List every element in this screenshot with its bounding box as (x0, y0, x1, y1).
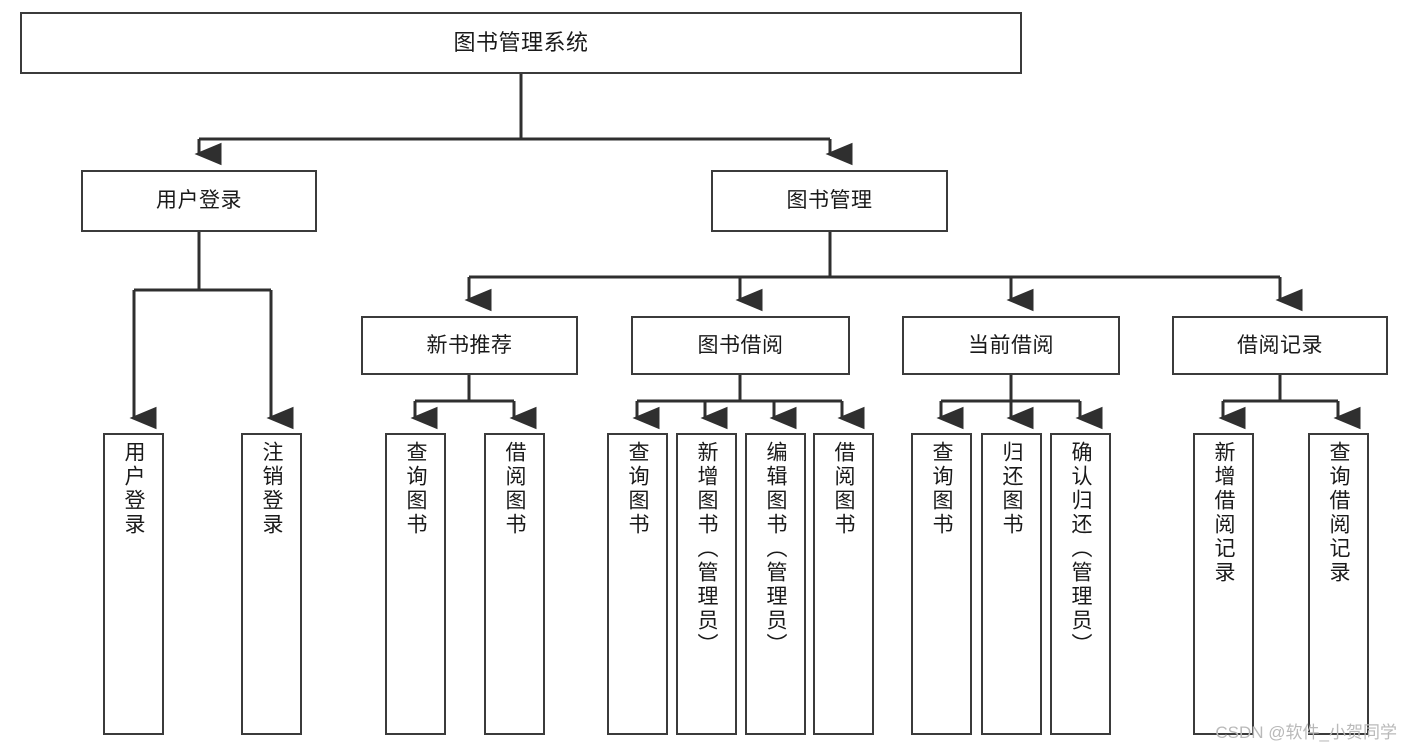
node-leaf-return-book-label: 归还图书 (1000, 441, 1023, 537)
node-leaf-edit-book-label: 编辑图书（管理员） (764, 441, 787, 657)
node-leaf-confirm-return-label: 确认归还（管理员） (1069, 441, 1092, 657)
node-leaf-query-book-3[interactable]: 查询图书 (911, 433, 972, 735)
node-new-book-rec[interactable]: 新书推荐 (361, 316, 578, 375)
node-leaf-borrow-book-2-label: 借阅图书 (832, 441, 855, 537)
node-leaf-edit-book[interactable]: 编辑图书（管理员） (745, 433, 806, 735)
node-leaf-query-record-label: 查询借阅记录 (1327, 441, 1350, 585)
node-root-label: 图书管理系统 (453, 29, 589, 55)
node-leaf-borrow-book-1[interactable]: 借阅图书 (484, 433, 545, 735)
node-leaf-user-logout[interactable]: 注销登录 (241, 433, 302, 735)
node-leaf-user-logout-label: 注销登录 (260, 441, 283, 537)
node-leaf-query-book-2-label: 查询图书 (626, 441, 649, 537)
node-leaf-query-book-2[interactable]: 查询图书 (607, 433, 668, 735)
node-leaf-add-record[interactable]: 新增借阅记录 (1193, 433, 1254, 735)
node-user-login-label: 用户登录 (156, 189, 242, 213)
node-leaf-query-book-1[interactable]: 查询图书 (385, 433, 446, 735)
node-leaf-add-book-label: 新增图书（管理员） (695, 441, 718, 657)
node-leaf-user-login-label: 用户登录 (122, 441, 145, 537)
node-current-borrow-label: 当前借阅 (968, 333, 1054, 357)
node-leaf-query-book-3-label: 查询图书 (930, 441, 953, 537)
node-leaf-return-book[interactable]: 归还图书 (981, 433, 1042, 735)
csdn-watermark: CSDN @软件_小贺同学 (1215, 723, 1397, 742)
node-new-book-rec-label: 新书推荐 (426, 333, 513, 357)
node-borrow-record-label: 借阅记录 (1237, 333, 1323, 357)
node-leaf-user-login[interactable]: 用户登录 (103, 433, 164, 735)
node-leaf-borrow-book-1-label: 借阅图书 (503, 441, 526, 537)
node-leaf-query-book-1-label: 查询图书 (404, 441, 427, 537)
node-leaf-borrow-book-2[interactable]: 借阅图书 (813, 433, 874, 735)
node-user-login[interactable]: 用户登录 (81, 170, 317, 232)
node-book-borrow[interactable]: 图书借阅 (631, 316, 850, 375)
node-book-borrow-label: 图书借阅 (697, 333, 784, 357)
node-leaf-add-record-label: 新增借阅记录 (1212, 441, 1235, 585)
node-root[interactable]: 图书管理系统 (20, 12, 1022, 74)
node-book-manage[interactable]: 图书管理 (711, 170, 948, 232)
node-leaf-confirm-return[interactable]: 确认归还（管理员） (1050, 433, 1111, 735)
node-book-manage-label: 图书管理 (786, 189, 873, 213)
node-borrow-record[interactable]: 借阅记录 (1172, 316, 1388, 375)
node-current-borrow[interactable]: 当前借阅 (902, 316, 1120, 375)
node-leaf-query-record[interactable]: 查询借阅记录 (1308, 433, 1369, 735)
node-leaf-add-book[interactable]: 新增图书（管理员） (676, 433, 737, 735)
